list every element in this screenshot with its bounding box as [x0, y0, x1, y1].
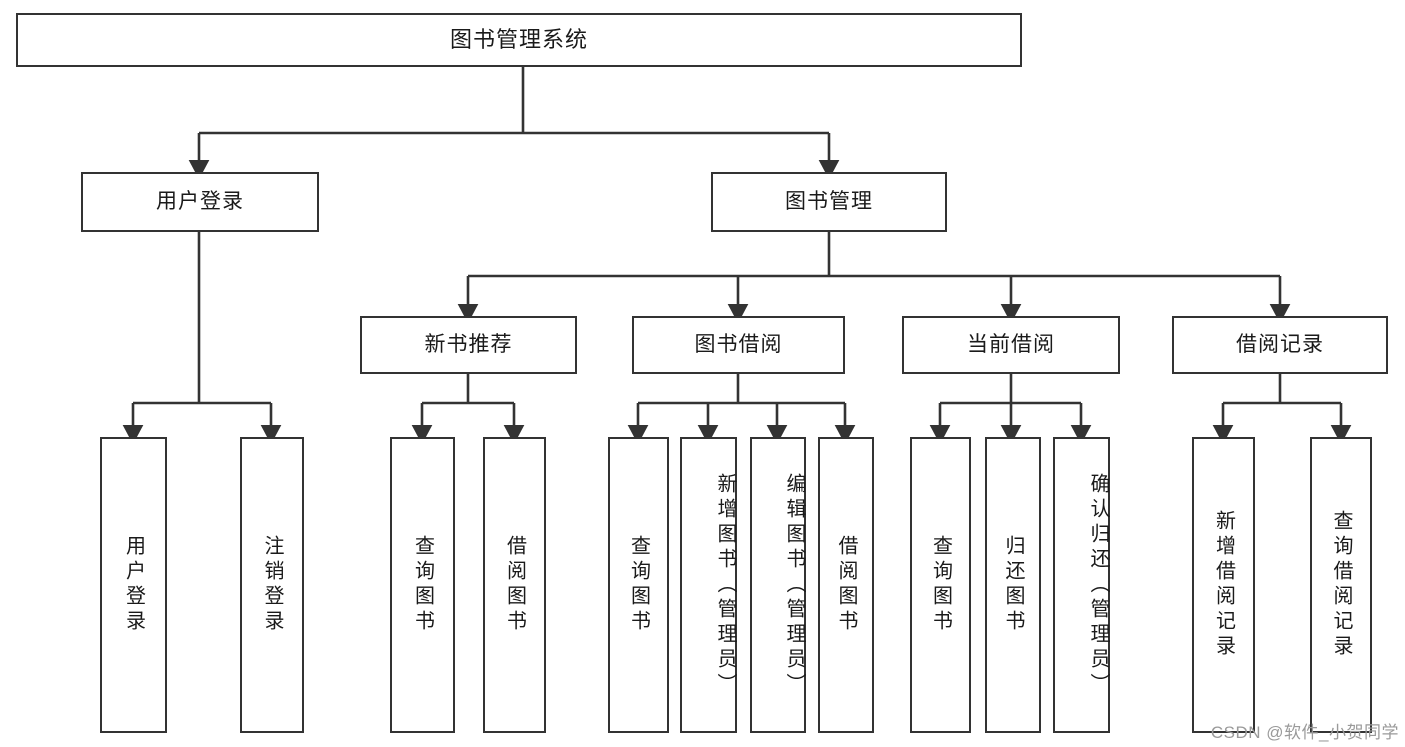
node-book-management[interactable]: 图书管理 [711, 172, 947, 232]
node-borrow-record[interactable]: 借阅记录 [1172, 316, 1388, 374]
node-book-borrow[interactable]: 图书借阅 [632, 316, 845, 374]
leaf-borrow-edit-book-admin[interactable]: 编辑图书（管理员） [750, 437, 806, 733]
leaf-current-return-book[interactable]: 归还图书 [985, 437, 1041, 733]
watermark-text: CSDN @软件_小贺同学 [1210, 723, 1399, 742]
node-root-system[interactable]: 图书管理系统 [16, 13, 1022, 67]
leaf-borrow-add-book-admin[interactable]: 新增图书（管理员） [680, 437, 737, 733]
node-new-book-recommend[interactable]: 新书推荐 [360, 316, 577, 374]
leaf-current-query-book[interactable]: 查询图书 [910, 437, 971, 733]
leaf-borrow-borrow-book[interactable]: 借阅图书 [818, 437, 874, 733]
leaf-user-login-login[interactable]: 用户登录 [100, 437, 167, 733]
leaf-new-book-borrow[interactable]: 借阅图书 [483, 437, 546, 733]
leaf-user-login-logout[interactable]: 注销登录 [240, 437, 304, 733]
node-current-borrow[interactable]: 当前借阅 [902, 316, 1120, 374]
leaf-current-confirm-return-admin[interactable]: 确认归还（管理员） [1053, 437, 1110, 733]
node-user-login[interactable]: 用户登录 [81, 172, 319, 232]
leaf-new-book-query[interactable]: 查询图书 [390, 437, 455, 733]
leaf-borrow-query-book[interactable]: 查询图书 [608, 437, 669, 733]
leaf-record-add-record[interactable]: 新增借阅记录 [1192, 437, 1255, 733]
leaf-record-query-record[interactable]: 查询借阅记录 [1310, 437, 1372, 733]
